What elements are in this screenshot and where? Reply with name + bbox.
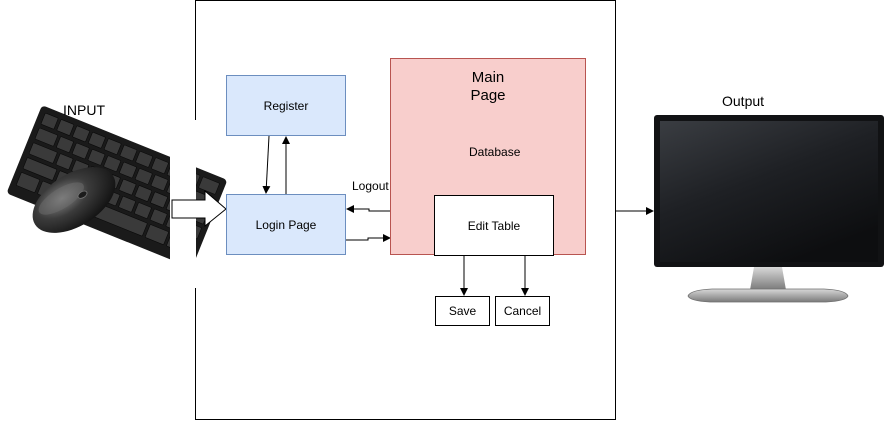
register-box[interactable]: Register [226, 75, 346, 136]
cancel-button[interactable]: Cancel [495, 296, 550, 326]
arrow-login-to-main [346, 234, 391, 242]
monitor-icon [654, 115, 884, 303]
edit-table-label: Edit Table [467, 218, 521, 233]
login-page-label: Login Page [255, 217, 317, 232]
output-label: Output [722, 93, 765, 109]
arrow-register-to-login [262, 135, 271, 194]
edit-table-box[interactable]: Edit Table [434, 195, 554, 256]
input-label: INPUT [63, 102, 105, 118]
cancel-label: Cancel [503, 304, 542, 318]
main-page-title: Main Page [470, 69, 506, 104]
input-block-arrow [171, 189, 227, 228]
database-label: Database [469, 145, 521, 159]
register-label: Register [263, 98, 309, 113]
save-button[interactable]: Save [435, 296, 490, 326]
login-page-box[interactable]: Login Page [226, 194, 346, 255]
keyboard-mouse-icon [0, 106, 227, 288]
logout-label: Logout [352, 179, 389, 193]
save-label: Save [448, 304, 477, 318]
arrow-logout [346, 205, 391, 213]
